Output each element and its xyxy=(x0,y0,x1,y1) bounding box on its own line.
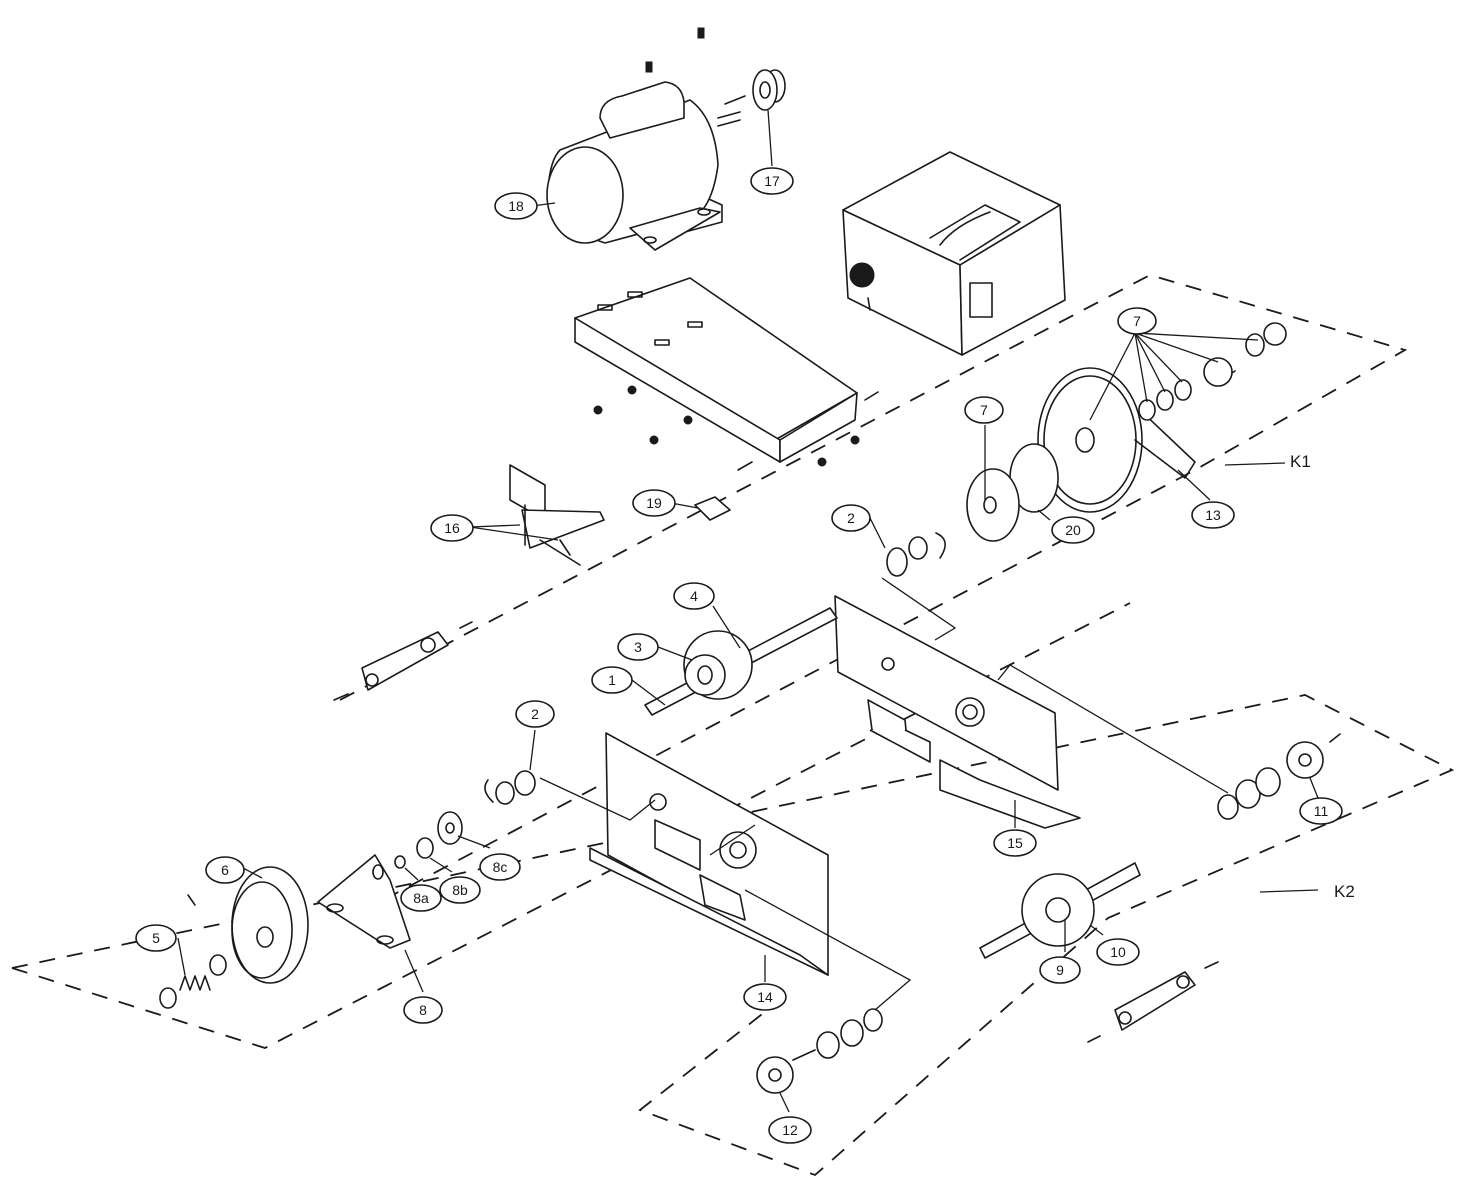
callout-2-lower-label: 2 xyxy=(531,706,539,722)
limit-switch-bracket xyxy=(509,464,605,566)
sprocket-11 xyxy=(1286,733,1341,779)
callout-12-label: 12 xyxy=(782,1122,798,1138)
callout-8b-label: 8b xyxy=(452,882,468,898)
callout-8b: 8b xyxy=(439,876,481,904)
callout-20: 20 xyxy=(1051,516,1095,544)
callout-20-label: 20 xyxy=(1065,522,1081,538)
callout-15-label: 15 xyxy=(1007,835,1023,851)
callout-5-label: 5 xyxy=(152,930,160,946)
callout-2-upper-label: 2 xyxy=(847,510,855,526)
side-plate-left xyxy=(589,732,829,976)
callout-8: 8 xyxy=(403,996,443,1024)
compression-spring xyxy=(159,894,227,1009)
callout-6-label: 6 xyxy=(221,862,229,878)
control-box xyxy=(842,151,1066,356)
callout-19: 19 xyxy=(632,489,676,517)
callout-7-upper-label: 7 xyxy=(1133,313,1141,329)
washer-stack-right xyxy=(1217,767,1281,820)
callout-5: 5 xyxy=(135,924,177,952)
callout-7-lower-label: 7 xyxy=(980,402,988,418)
lower-shaft xyxy=(979,862,1141,959)
leader-lines xyxy=(177,109,1319,1113)
handwheel xyxy=(231,866,309,984)
mounting-base-plate xyxy=(574,277,879,471)
callout-8c-label: 8c xyxy=(493,859,508,875)
motor xyxy=(546,27,746,251)
bearing-bracket-8 xyxy=(317,854,411,949)
callout-11-label: 11 xyxy=(1314,803,1329,819)
callout-17-label: 17 xyxy=(764,173,780,189)
callout-14-label: 14 xyxy=(757,989,773,1005)
upper-shaft xyxy=(644,607,838,716)
callout-17: 17 xyxy=(750,167,794,195)
bearing-parts-8abc xyxy=(394,811,463,869)
motor-pulley xyxy=(752,69,786,111)
hub-plate xyxy=(966,468,1020,542)
callout-8-label: 8 xyxy=(419,1002,427,1018)
callout-16-label: 16 xyxy=(444,520,460,536)
callout-15: 15 xyxy=(993,829,1037,857)
callout-9-label: 9 xyxy=(1056,962,1064,978)
kit-k1-label: K1 xyxy=(1290,452,1311,471)
washer-stack-lower xyxy=(816,1008,883,1059)
callout-1: 1 xyxy=(591,666,633,694)
callout-13-label: 13 xyxy=(1205,507,1221,523)
side-plate-right xyxy=(834,595,1081,829)
callout-8c: 8c xyxy=(479,853,521,881)
callout-18-label: 18 xyxy=(508,198,524,214)
callout-14: 14 xyxy=(743,983,787,1011)
callout-2-upper: 2 xyxy=(831,504,871,532)
callout-9: 9 xyxy=(1039,956,1081,984)
bushing-upper xyxy=(886,532,946,577)
callout-4-label: 4 xyxy=(690,588,698,604)
kit-k2-label: K2 xyxy=(1334,882,1355,901)
callout-3-label: 3 xyxy=(634,639,642,655)
bearing-bracket-lower xyxy=(1087,961,1219,1043)
sprocket-12 xyxy=(756,1049,816,1094)
callout-16: 16 xyxy=(430,514,474,542)
callout-10: 10 xyxy=(1096,938,1140,966)
callout-7-lower: 7 xyxy=(964,396,1004,424)
callout-10-label: 10 xyxy=(1110,944,1126,960)
callout-2-lower: 2 xyxy=(515,700,555,728)
drive-pulley xyxy=(1037,367,1196,513)
callout-13: 13 xyxy=(1191,501,1235,529)
callout-12: 12 xyxy=(768,1116,812,1144)
callout-6: 6 xyxy=(205,856,245,884)
spring-washer-stack xyxy=(1138,322,1287,421)
callout-4: 4 xyxy=(673,582,715,610)
callout-18: 18 xyxy=(494,192,538,220)
callout-19-label: 19 xyxy=(646,495,662,511)
callout-11: 11 xyxy=(1299,797,1343,825)
kit-k1-boundary xyxy=(339,274,1408,916)
callout-3: 3 xyxy=(617,633,659,661)
callout-8a-label: 8a xyxy=(413,890,429,906)
kit-k2-boundary xyxy=(11,602,1455,1177)
callout-7-upper: 7 xyxy=(1117,307,1157,335)
micro-switch xyxy=(694,496,731,521)
bushing-lower xyxy=(484,770,536,805)
callout-1-label: 1 xyxy=(608,672,616,688)
bearing-bracket-upper xyxy=(333,621,473,701)
callout-8a: 8a xyxy=(400,884,442,912)
